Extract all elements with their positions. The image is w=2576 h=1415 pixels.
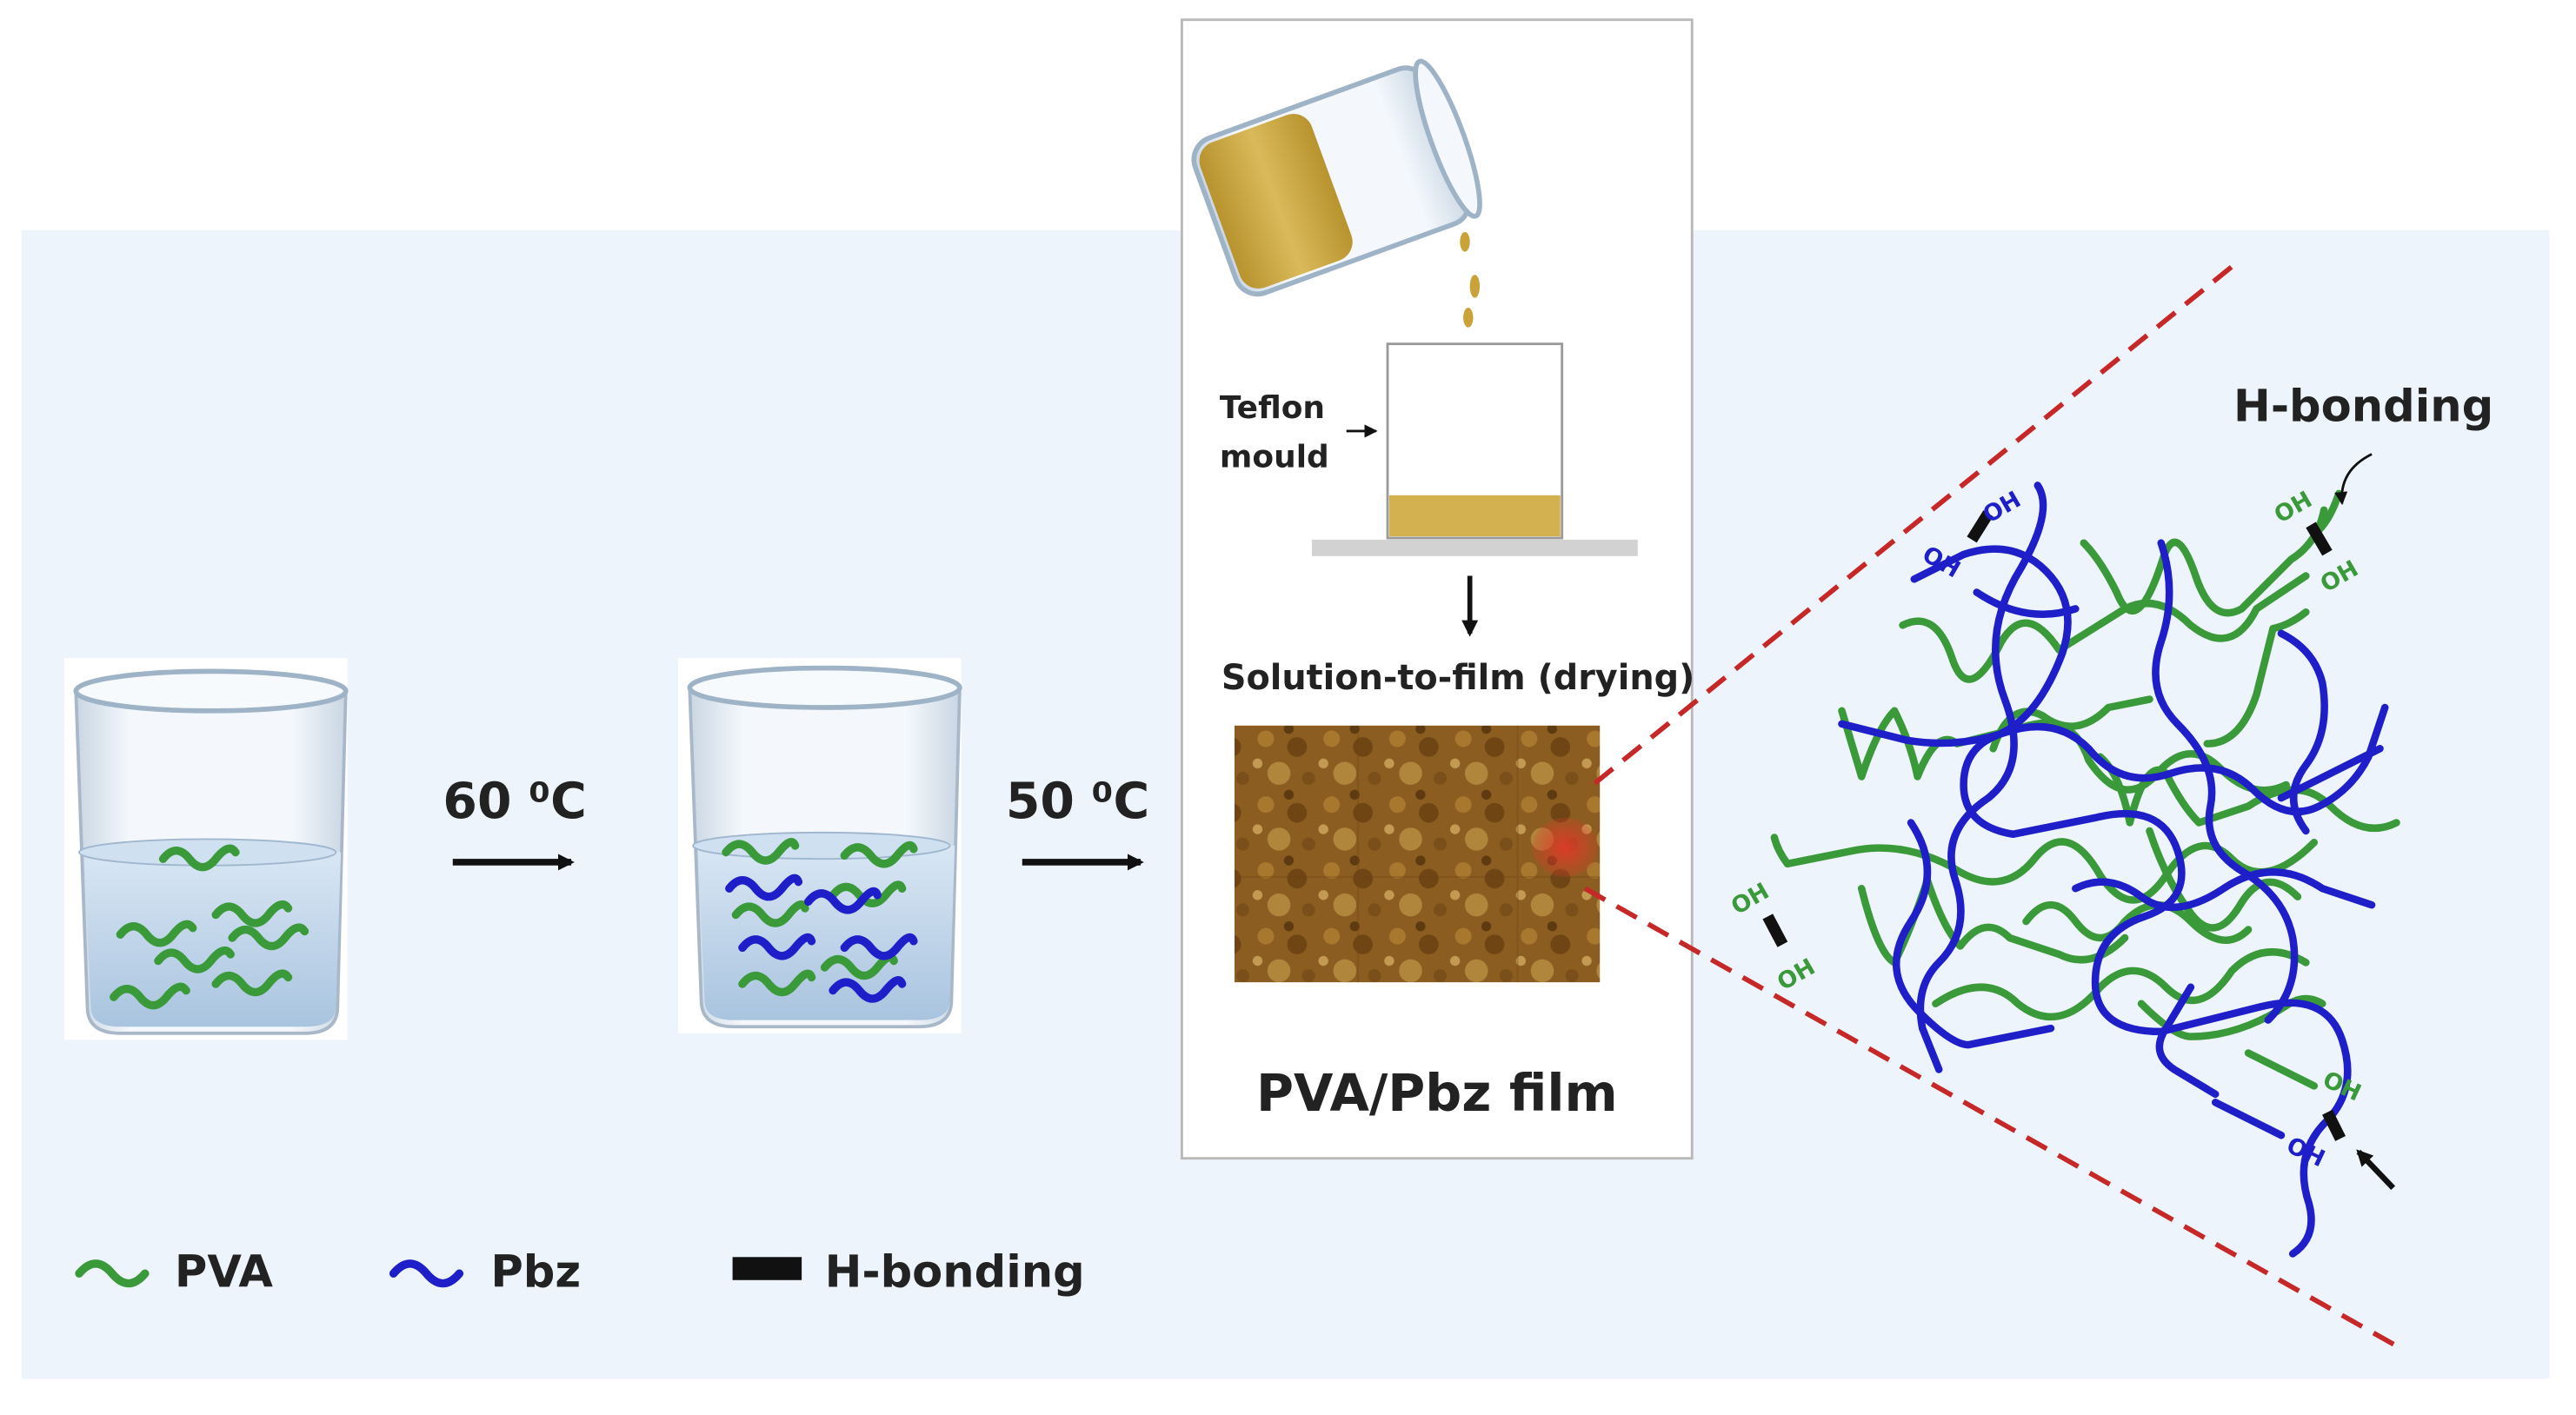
legend: PVA Pbz H-bonding <box>75 1246 1085 1298</box>
pva-chains <box>110 844 310 1010</box>
h-bond-bar <box>2306 521 2333 556</box>
legend-pbz-label: Pbz <box>490 1246 581 1298</box>
mould-label-line2: mould <box>1220 440 1329 475</box>
h-bonding-pointer-arrow <box>2356 1149 2396 1191</box>
pour-beaker-icon <box>1191 58 1482 297</box>
pbz-network-chains <box>1838 482 2389 1258</box>
h-bonding-callout-label: H-bonding <box>2233 382 2493 433</box>
h-bond-bar <box>2322 1109 2346 1141</box>
film-image <box>1234 725 1601 983</box>
h-bond-bar <box>1762 913 1788 947</box>
step-1-arrow: 60 ⁰C <box>443 773 587 871</box>
film-label: PVA/Pbz film <box>1256 1064 1618 1123</box>
legend-pbz-swatch <box>389 1259 464 1288</box>
beaker-1-pva <box>64 658 349 1040</box>
step-1-temperature: 60 ⁰C <box>443 773 586 830</box>
legend-hbond-label: H-bonding <box>825 1246 1085 1298</box>
step-2-temperature: 50 ⁰C <box>1006 773 1149 830</box>
pbz-chains <box>725 874 918 1003</box>
legend-hbond-swatch <box>732 1257 802 1280</box>
teflon-mould-icon <box>1311 342 1638 556</box>
zoom-lines <box>1583 257 2398 1348</box>
h-bond-bar <box>1967 510 1994 543</box>
pva-chains <box>722 838 918 997</box>
legend-pva-swatch <box>75 1259 150 1288</box>
legend-pva-label: PVA <box>175 1246 274 1298</box>
polymer-network <box>1770 482 2400 1258</box>
beaker-2-pva-pbz <box>678 658 962 1033</box>
drying-label: Solution-to-film (drying) <box>1221 658 1694 698</box>
zoom-spot <box>1532 817 1599 877</box>
h-bonding-callout-arrow <box>2334 453 2373 506</box>
step-2-arrow: 50 ⁰C <box>1006 773 1149 871</box>
mould-label-line1: Teflon <box>1220 390 1325 426</box>
casting-panel: Teflon mould Solution-to-film (drying) P… <box>1180 18 1694 1160</box>
